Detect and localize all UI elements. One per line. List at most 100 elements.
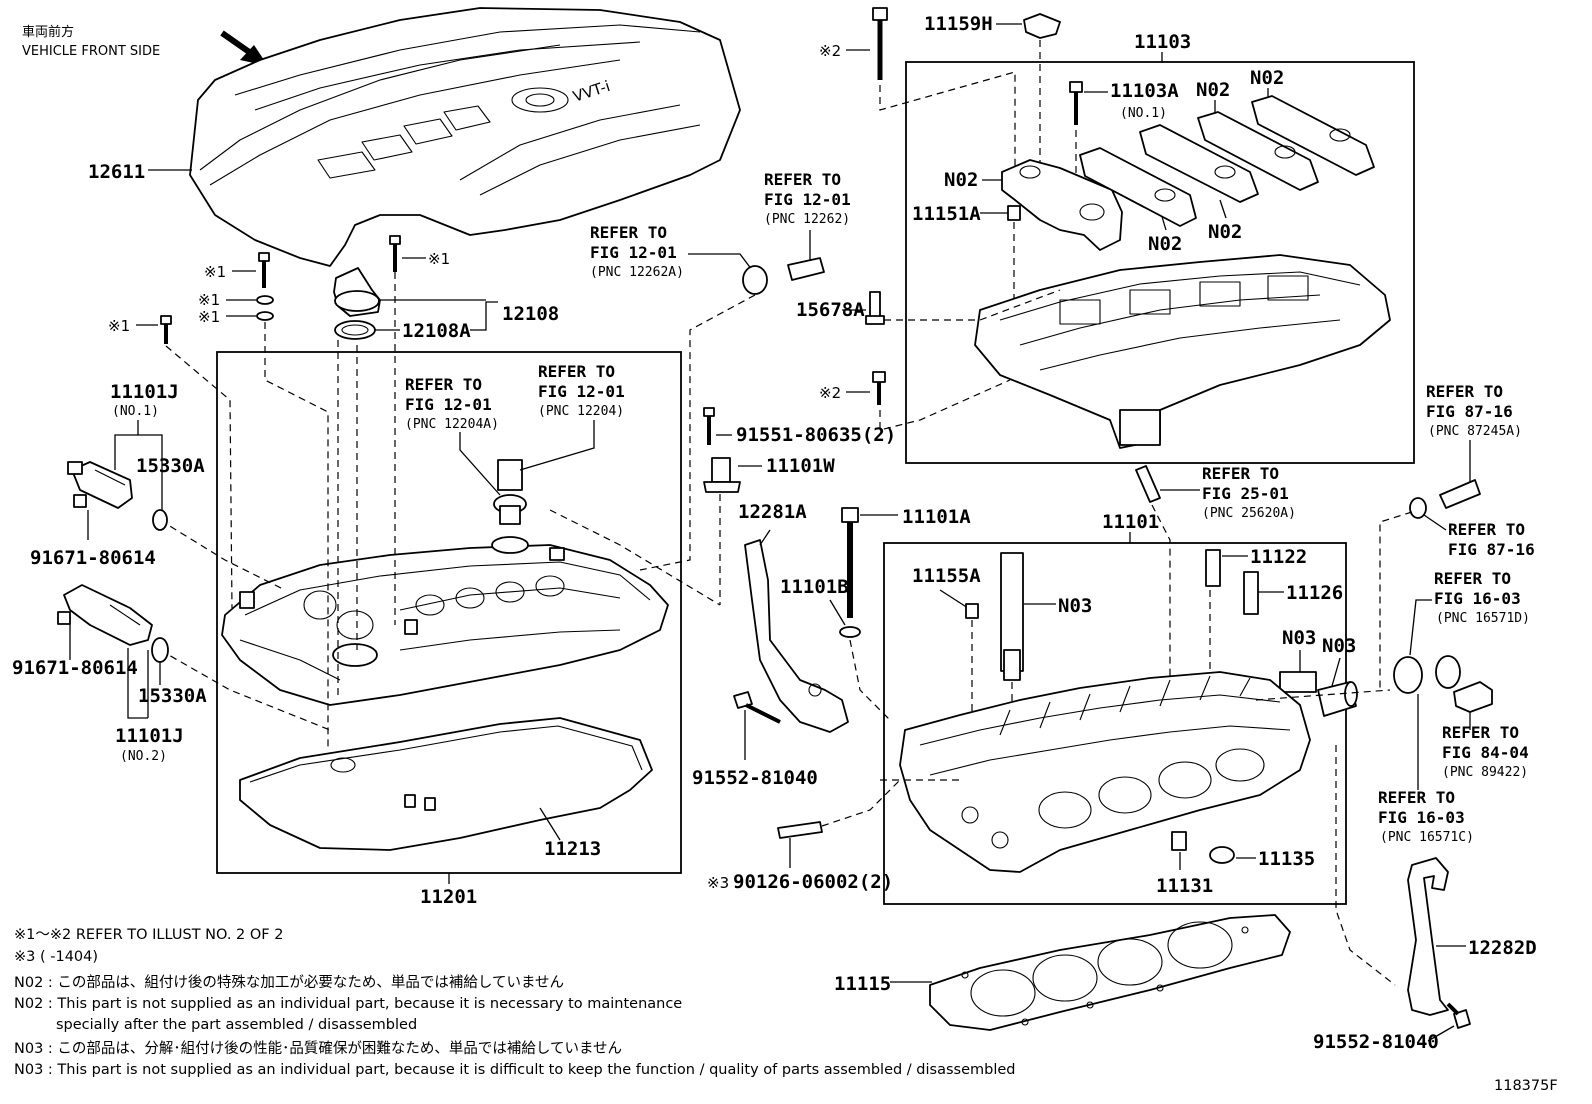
label-n03-a[interactable]: N03	[1058, 595, 1092, 617]
clip-icon	[1409, 497, 1427, 519]
bolt-icon	[1446, 1002, 1471, 1029]
ref1-line1: REFER TO	[764, 170, 841, 189]
ref10-line2: FIG 16-03	[1378, 808, 1465, 827]
dowel-pin-icon	[965, 603, 979, 619]
bolt-icon	[1069, 81, 1083, 125]
label-12281a[interactable]: 12281A	[738, 501, 807, 523]
stud-bolt	[777, 821, 823, 839]
label-15330a-2[interactable]: 15330A	[138, 685, 207, 707]
label-11101w[interactable]: 11101W	[766, 455, 835, 477]
label-n02-e[interactable]: N02	[1208, 221, 1242, 243]
ref6-pnc: (PNC 87245A)	[1428, 424, 1522, 439]
valve-guide-icon	[1243, 571, 1259, 615]
o-ring-icon	[151, 637, 169, 663]
cylinder-head-box	[883, 542, 1347, 905]
mark-1c: ※1	[198, 308, 220, 326]
label-11101j-1[interactable]: 11101J	[110, 381, 179, 403]
label-11101[interactable]: 11101	[1102, 511, 1159, 533]
label-11201[interactable]: 11201	[420, 886, 477, 908]
engine-hanger-bracket-rear	[1407, 857, 1449, 1016]
label-90126[interactable]: 90126-06002(2)	[733, 871, 893, 893]
label-91671-2[interactable]: 91671-80614	[12, 657, 138, 679]
label-11155a[interactable]: 11155A	[912, 565, 981, 587]
engine-cover: VVT-i	[189, 7, 741, 267]
head-bolt	[841, 507, 859, 618]
valve-guide-tool	[1000, 552, 1024, 681]
camshaft-bearing-caps	[1001, 95, 1375, 251]
temp-sensor-icon	[1453, 681, 1493, 713]
camshaft-housing	[974, 254, 1391, 449]
label-91552-1[interactable]: 91552-81040	[692, 767, 818, 789]
bolt-icon	[389, 235, 401, 272]
label-11122[interactable]: 11122	[1250, 546, 1307, 568]
label-11159h[interactable]: 11159H	[924, 13, 993, 35]
plug-seal-icon	[1209, 846, 1235, 864]
label-11135[interactable]: 11135	[1258, 848, 1315, 870]
ref4-line2: FIG 12-01	[538, 382, 625, 401]
label-n03-b[interactable]: N03	[1282, 627, 1316, 649]
note-7: N03 : This part is not supplied as an in…	[14, 1062, 1015, 1078]
label-91671-1[interactable]: 91671-80614	[30, 547, 156, 569]
front-side-label-en: VEHICLE FRONT SIDE	[22, 44, 160, 59]
washer-icon	[839, 626, 861, 638]
ocv-solenoid-2	[57, 584, 153, 646]
ref7-line2: FIG 87-16	[1448, 540, 1535, 559]
label-12108A[interactable]: 12108A	[402, 320, 471, 342]
label-11101b[interactable]: 11101B	[780, 576, 849, 598]
label-12282d[interactable]: 12282D	[1468, 937, 1537, 959]
head-gasket	[929, 914, 1291, 1031]
valve-guide-icon	[1205, 549, 1221, 587]
note-2: ※3 ( -1404)	[14, 949, 98, 965]
ref5-line2: FIG 25-01	[1202, 484, 1289, 503]
label-n02-b[interactable]: N02	[1250, 67, 1284, 89]
bolt-icon	[872, 371, 886, 405]
label-11101j-2[interactable]: 11101J	[115, 725, 184, 747]
label-11115[interactable]: 11115	[834, 973, 891, 995]
mark-1b: ※1	[198, 291, 220, 309]
bolt-icon	[872, 7, 888, 80]
label-12611[interactable]: 12611	[88, 161, 145, 183]
label-11131[interactable]: 11131	[1156, 875, 1213, 897]
label-15678a[interactable]: 15678A	[796, 299, 865, 321]
note-3: N02 : この部品は、組付け後の特殊な加工が必要なため、単品では補給していませ…	[14, 974, 564, 991]
label-n03-c[interactable]: N03	[1322, 635, 1356, 657]
cylinder-head-cover	[221, 544, 669, 706]
label-11103a-sub: (NO.1)	[1120, 106, 1167, 121]
ocv-solenoid-1	[67, 461, 133, 509]
label-n02-c[interactable]: N02	[944, 169, 978, 191]
mark-1d: ※1	[428, 250, 450, 268]
label-11213[interactable]: 11213	[544, 838, 601, 860]
figure-id: 118375F	[1494, 1078, 1558, 1094]
front-side-label-jp: 車両前方	[22, 24, 74, 40]
label-11101a[interactable]: 11101A	[902, 506, 971, 528]
ref10-line1: REFER TO	[1378, 788, 1455, 807]
camshaft-housing-box	[905, 61, 1415, 464]
ref9-line2: FIG 84-04	[1442, 743, 1529, 762]
plug-icon	[1317, 681, 1358, 717]
label-91551[interactable]: 91551-80635(2)	[736, 424, 896, 446]
dowel-pin-icon	[1007, 205, 1021, 221]
label-n02-a[interactable]: N02	[1196, 79, 1230, 101]
ref2-line2: FIG 12-01	[590, 243, 677, 262]
ref1-line2: FIG 12-01	[764, 190, 851, 209]
label-11103a[interactable]: 11103A	[1110, 80, 1179, 102]
clip-icon	[742, 265, 768, 295]
label-12108[interactable]: 12108	[502, 303, 559, 325]
oil-filler-cap	[333, 267, 381, 340]
label-11103[interactable]: 11103	[1134, 31, 1191, 53]
label-11101j-1-sub: (NO.1)	[112, 404, 159, 419]
label-91552-2[interactable]: 91552-81040	[1313, 1031, 1439, 1053]
ref9-line1: REFER TO	[1442, 723, 1519, 742]
plug-icon	[1279, 671, 1317, 693]
label-11126[interactable]: 11126	[1286, 582, 1343, 604]
note-6: N03 : この部品は、分解･組付け後の性能･品質確保が困難なため、単品では補給…	[14, 1039, 622, 1057]
label-11151a[interactable]: 11151A	[912, 203, 981, 225]
ref1-pnc: (PNC 12262)	[764, 212, 850, 227]
label-15330a-1[interactable]: 15330A	[136, 455, 205, 477]
label-n02-d[interactable]: N02	[1148, 233, 1182, 255]
stud-bolt	[1135, 465, 1161, 503]
mark-1a: ※1	[204, 263, 226, 281]
ref9-pnc: (PNC 89422)	[1442, 765, 1528, 780]
ref5-pnc: (PNC 25620A)	[1202, 506, 1296, 521]
